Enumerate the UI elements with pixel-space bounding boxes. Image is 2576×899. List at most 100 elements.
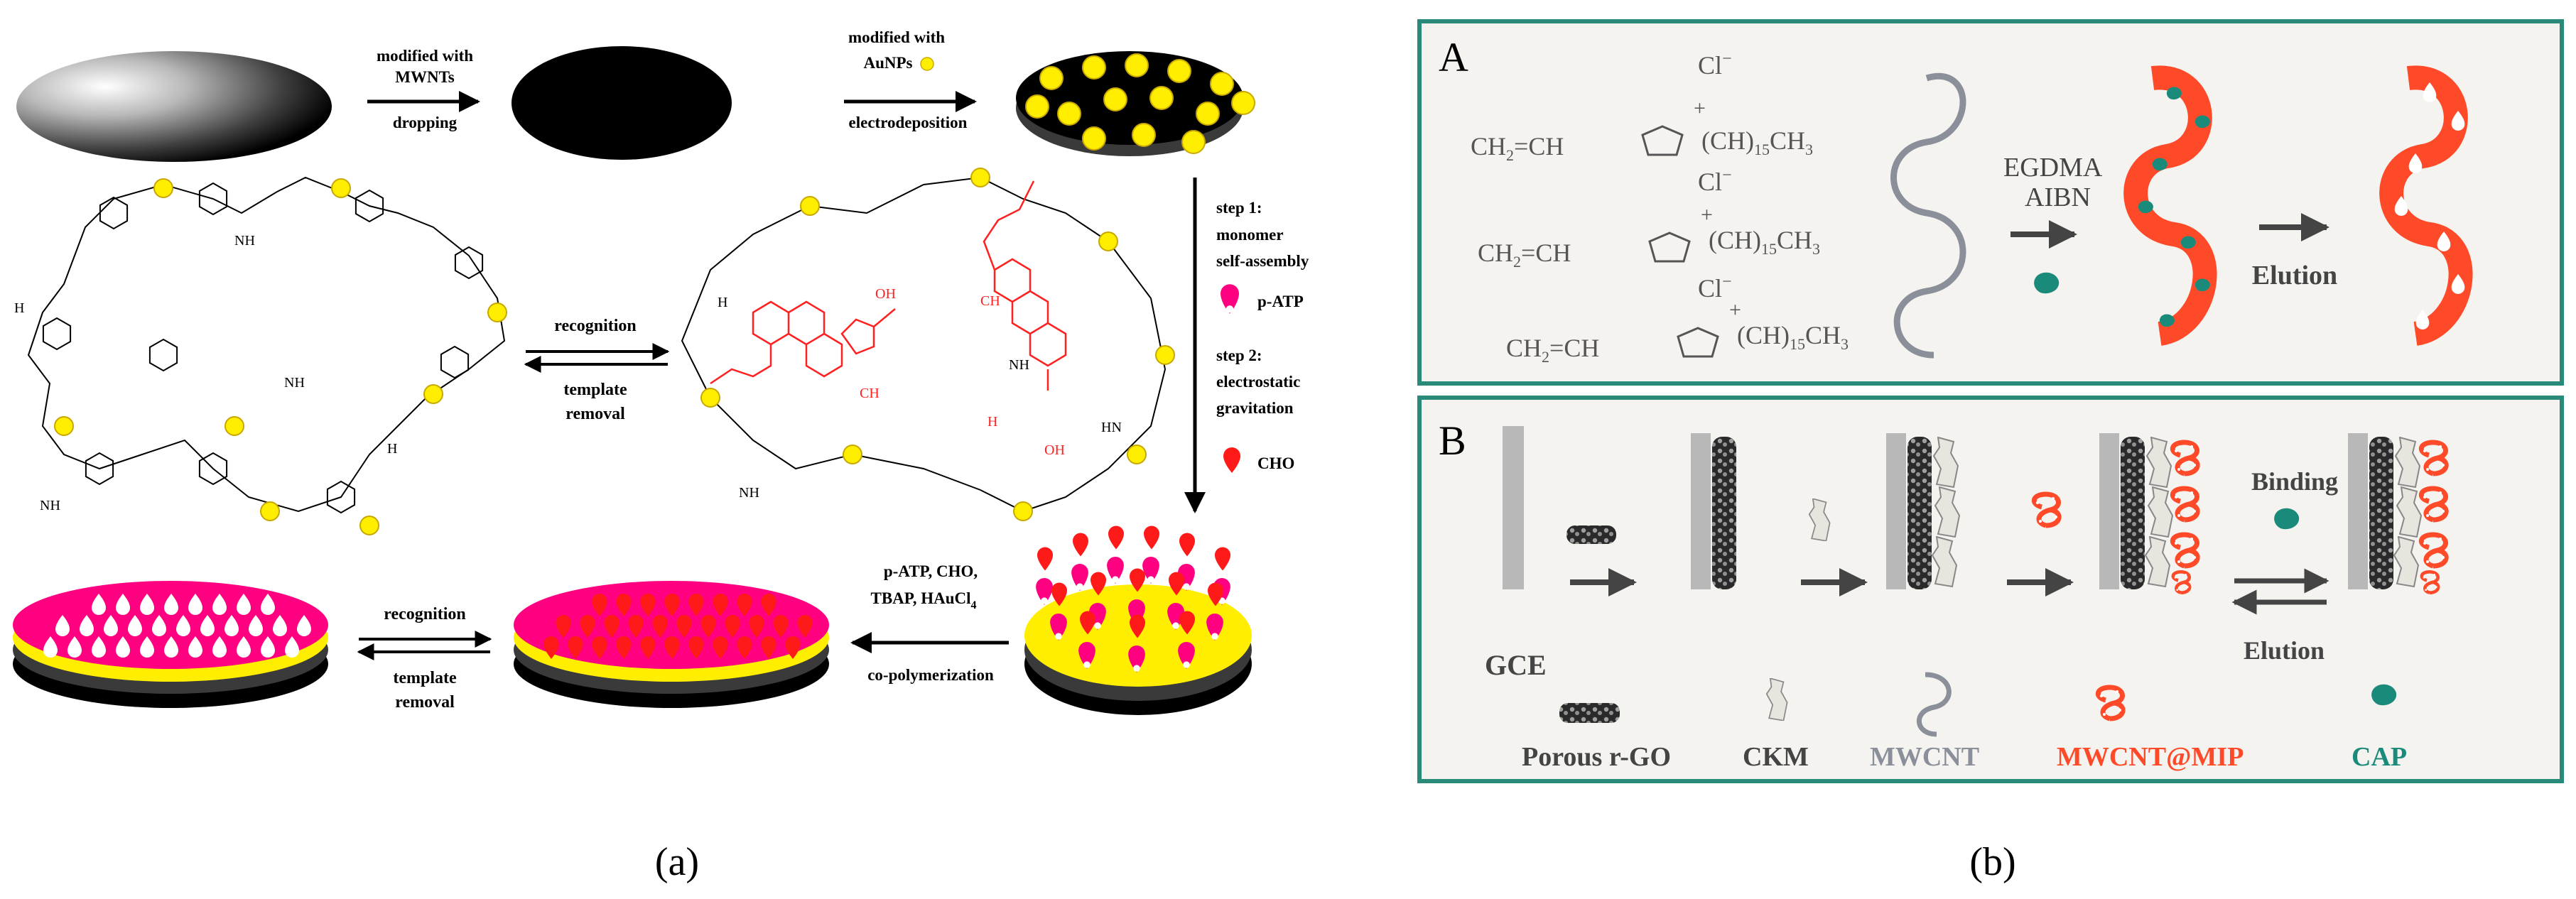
imprinted-network-empty xyxy=(27,176,506,514)
aunp-icon xyxy=(920,57,934,71)
gold-beads-left xyxy=(54,178,507,535)
cho-molecule xyxy=(1037,547,1053,571)
vertical-steps-arrow: step 1: monomer self-assembly p-ATP step… xyxy=(1184,178,1309,513)
gold-bead xyxy=(1013,501,1033,521)
caption-b: (b) xyxy=(1969,840,2015,884)
legend-mwcnt: MWCNT xyxy=(1870,742,1979,772)
copoly-line2: TBAP, HAuCl4 xyxy=(870,589,976,611)
cl-1: Cl− xyxy=(1698,50,1732,80)
rgo-float xyxy=(1566,525,1616,544)
gold-beads-right xyxy=(700,168,1175,521)
gold-nanoparticle xyxy=(1181,130,1206,154)
gold-nanoparticle xyxy=(1231,91,1255,115)
section-a-frame xyxy=(1417,19,2564,386)
benzene-ring xyxy=(355,189,384,223)
gold-nanoparticle xyxy=(1210,72,1234,96)
benzene-ring xyxy=(326,480,356,514)
gold-bead xyxy=(54,416,74,436)
gold-nanoparticle xyxy=(1039,66,1064,90)
eq-top-removal: removal xyxy=(565,405,625,423)
chem-ch3-a: CH xyxy=(860,386,880,401)
arrow-mwnts-top: modified with xyxy=(377,47,473,65)
legend-rgo-swatch xyxy=(1559,703,1620,723)
gold-bead xyxy=(359,516,379,535)
gold-nanoparticle xyxy=(1125,53,1149,77)
eq-bottom-removal: removal xyxy=(395,693,455,712)
gold-nanoparticles xyxy=(1025,53,1255,154)
gold-bead xyxy=(1127,445,1147,464)
mwcnt-helix-gray xyxy=(1890,73,1966,359)
cho-molecule xyxy=(1108,525,1124,550)
gold-bead xyxy=(1098,231,1118,251)
benzene-ring xyxy=(198,452,228,486)
gold-bead xyxy=(153,178,173,198)
reagents-arrow: EGDMA AIBN xyxy=(2003,153,2103,294)
reagent-egdma: EGDMA xyxy=(2003,153,2103,182)
step1-line2: monomer xyxy=(1216,226,1284,244)
bare-electrode xyxy=(16,51,332,162)
cho-molecule xyxy=(1144,525,1159,550)
benzene-rings-left xyxy=(42,182,484,514)
cho-molecule xyxy=(1073,533,1088,557)
final-electrode-template-removed xyxy=(13,581,328,708)
gold-nanoparticle xyxy=(1167,59,1191,83)
benzene-ring xyxy=(454,246,484,280)
benzene-ring xyxy=(42,317,72,351)
step2-line2: electrostatic xyxy=(1216,373,1300,391)
gold-bead xyxy=(1155,345,1175,365)
gold-bead xyxy=(700,388,720,408)
gold-nanoparticle xyxy=(1132,123,1156,147)
legend-cap: CAP xyxy=(2352,742,2407,772)
stage-bound xyxy=(2348,433,2446,593)
chem-h2n2: H xyxy=(387,441,397,457)
chem-oh-top: OH xyxy=(875,286,896,302)
gold-nanoparticle xyxy=(1057,102,1081,126)
patp-monomer xyxy=(1107,557,1124,584)
section-b-letter: B xyxy=(1439,418,1466,464)
benzene-ring xyxy=(148,338,178,372)
cho-label: CHO xyxy=(1257,454,1294,472)
gold-nanoparticle xyxy=(1149,86,1174,110)
gold-bead xyxy=(224,416,244,436)
aunp-electrode xyxy=(1016,51,1255,156)
chem-nh2: NH xyxy=(40,498,60,513)
plus-3: + xyxy=(1729,298,1741,322)
arrow-mwnts-top2: MWNTs xyxy=(395,68,455,86)
chem-nh2c: NH xyxy=(284,375,305,391)
panel-a: modified with MWNTs dropping modified wi… xyxy=(13,28,1309,884)
elution-arrow-a: Elution xyxy=(2252,213,2337,290)
eq-top-template: template xyxy=(563,381,627,399)
patp-label: p-ATP xyxy=(1257,293,1304,310)
arrow-aunps: modified with AuNPs electrodeposition xyxy=(844,28,977,131)
alkyl-1: (CH)15CH3 xyxy=(1701,126,1813,158)
alkyl-2: (CH)15CH3 xyxy=(1709,226,1820,258)
copoly-line3: co-polymerization xyxy=(867,666,994,684)
legend-mwcnt-swatch xyxy=(1917,672,1952,737)
legend-mwcnt-mip: MWCNT@MIP xyxy=(2057,742,2244,772)
gce-label: GCE xyxy=(1485,649,1547,681)
legend-rgo: Porous r-GO xyxy=(1522,742,1671,772)
panel-b: A Cl− CH2=CH + (CH)15CH3 Cl− CH2=CH + (C… xyxy=(1417,19,2564,884)
arrow-aunps-bottom: electrodeposition xyxy=(849,114,968,131)
step1-line1: step 1: xyxy=(1216,199,1262,217)
benzene-ring xyxy=(99,196,129,230)
monomer-structures: Cl− CH2=CH + (CH)15CH3 Cl− CH2=CH + (CH)… xyxy=(1471,50,1849,366)
gold-nanoparticle xyxy=(1196,102,1220,126)
gold-bead xyxy=(260,501,280,521)
benzene-ring xyxy=(85,452,114,486)
gold-bead xyxy=(487,303,507,322)
legend-ckm: CKM xyxy=(1743,742,1809,772)
chem-hn-r: HN xyxy=(1101,420,1122,435)
section-a-letter: A xyxy=(1439,34,1468,80)
assembled-electrode xyxy=(1024,525,1252,715)
imprinted-network-with-cho xyxy=(681,176,1167,513)
equilibrium-top: recognition template removal xyxy=(524,317,670,423)
gold-nanoparticle xyxy=(1103,87,1127,111)
chem-h3c: H xyxy=(987,414,997,430)
stage-full-mip xyxy=(2099,433,2197,593)
elution-b-label: Elution xyxy=(2244,636,2325,665)
eq-bottom-recognition: recognition xyxy=(384,605,466,623)
monomer-row-2: Cl− CH2=CH + (CH)15CH3 xyxy=(1478,166,1820,271)
eq-bottom-template: template xyxy=(393,669,457,687)
